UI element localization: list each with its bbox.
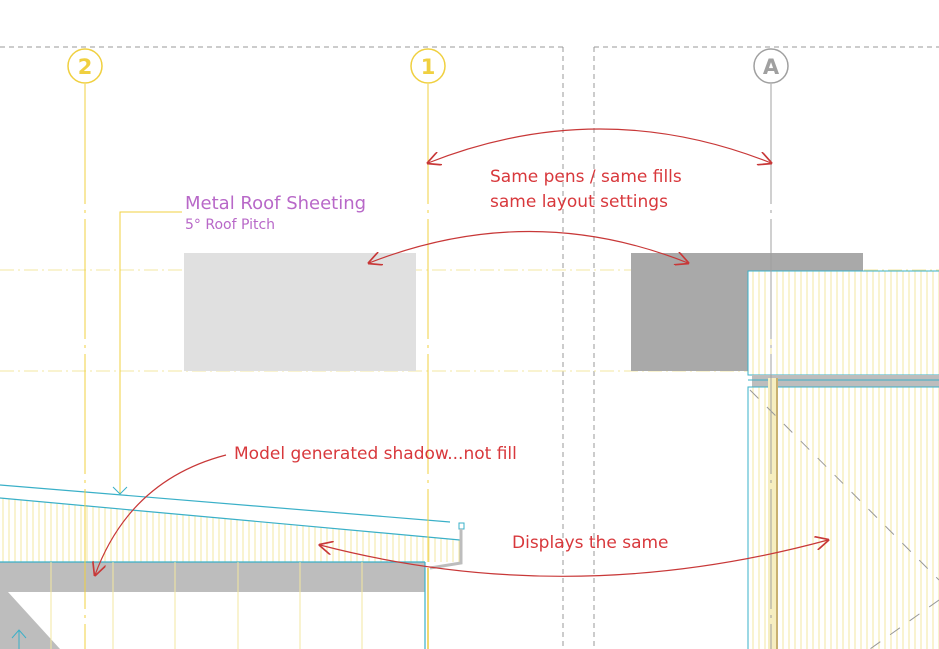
roof-label-leader <box>119 211 182 494</box>
grid-label: 1 <box>421 55 436 79</box>
arrow-shadow <box>95 454 227 575</box>
note-displays-same: Displays the same <box>512 533 669 553</box>
grid-label: 2 <box>78 55 93 79</box>
model-shadow <box>0 562 425 592</box>
light-fill-sample <box>184 253 416 371</box>
grid-bubble-2[interactable]: 2 <box>67 48 103 84</box>
roof-title-label: Metal Roof Sheeting <box>185 193 366 214</box>
roof-pitch-label: 5° Roof Pitch <box>185 217 275 233</box>
arrow-grid-lines <box>428 128 771 163</box>
note-same-layout: same layout settings <box>490 192 668 212</box>
grid-bubble-1[interactable]: 1 <box>410 48 446 84</box>
roof-section <box>0 484 465 649</box>
annotation-arrows <box>95 128 828 577</box>
note-same-pens: Same pens / same fills <box>490 167 682 187</box>
arrow-fills <box>369 230 688 264</box>
arrow-displays <box>320 540 828 577</box>
sheet-borders <box>0 46 939 649</box>
datum-lines <box>0 269 939 372</box>
grid-label: A <box>763 55 780 79</box>
grid-bubble-a[interactable]: A <box>753 48 789 84</box>
note-shadow: Model generated shadow...not fill <box>234 444 517 464</box>
wall-section-panel <box>747 270 939 649</box>
